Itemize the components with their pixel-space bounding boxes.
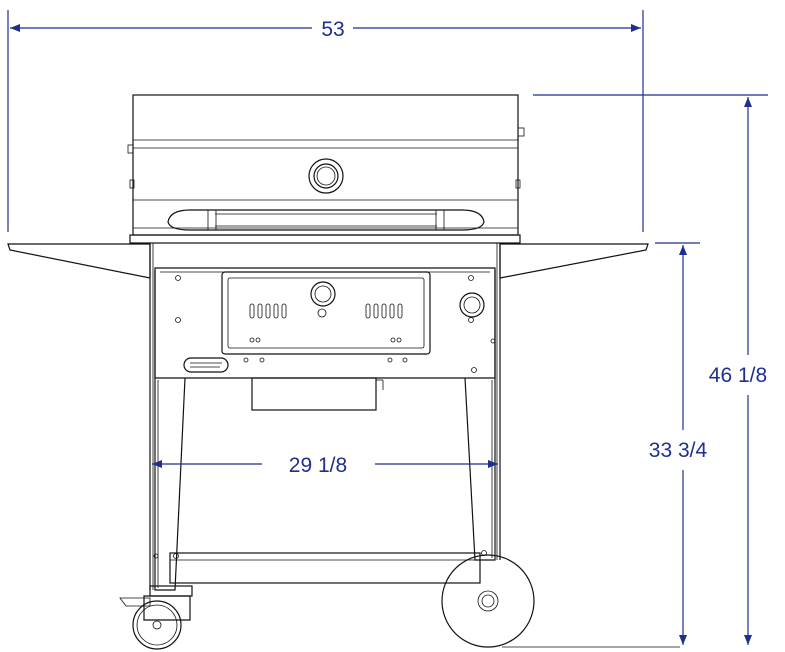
large-wheel [441,554,680,648]
drip-tray [251,377,384,411]
dimension-overall-height: 46 1/8 [533,94,768,645]
igniter-button [317,308,327,318]
dimension-cart-width: 29 1/8 [152,454,498,477]
shelf-height-label: 33 3/4 [649,439,708,462]
brand-badge [183,357,229,373]
dimension-overall-width: 53 [7,10,644,232]
overall-width-label: 53 [321,18,344,41]
cart-width-label: 29 1/8 [289,454,347,477]
control-panel [221,271,431,363]
hood-handle [167,209,485,231]
burner-knob-center [310,281,336,307]
cart-body [149,243,501,591]
side-burner-knob [459,292,485,318]
dimension-shelf-height: 33 3/4 [649,242,708,645]
side-shelf-right [499,243,649,279]
caster-wheel [119,585,193,650]
side-shelf-left [7,243,151,279]
firebox-rim [129,234,521,244]
thermometer-icon [308,158,344,194]
grill-illustration [7,94,680,650]
overall-height-label: 46 1/8 [709,364,767,387]
